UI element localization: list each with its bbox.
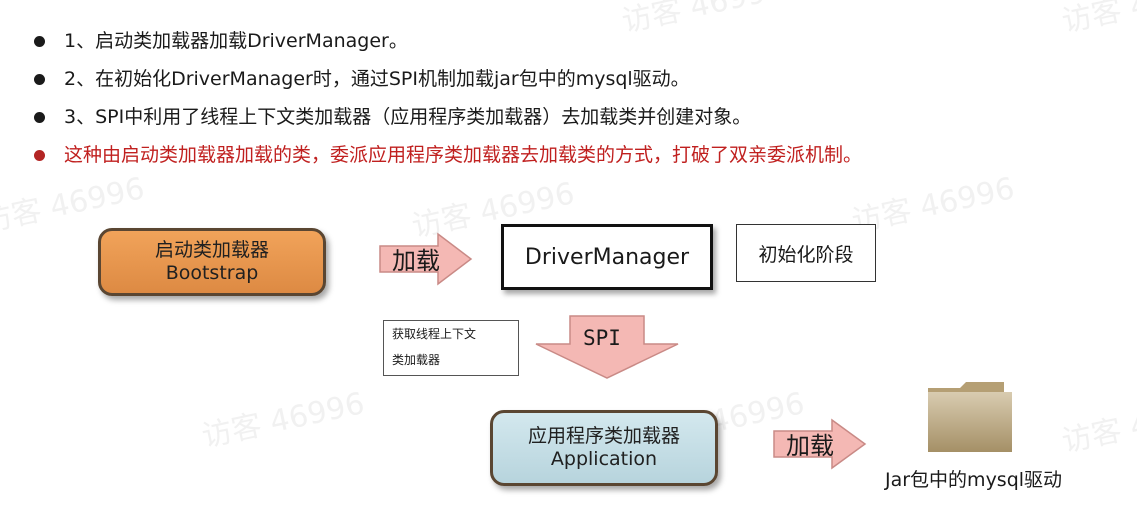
bullet-text: 1、启动类加载器加载DriverManager。 — [64, 30, 408, 52]
folder-icon — [928, 382, 1012, 452]
load-arrow-2 — [773, 418, 867, 470]
init-phase-label: 初始化阶段 — [758, 243, 854, 266]
application-label-cn: 应用程序类加载器 — [527, 425, 680, 447]
bullet-list: 1、启动类加载器加载DriverManager。 2、在初始化DriverMan… — [34, 26, 1127, 178]
spi-down-arrow — [535, 315, 679, 379]
load-arrow-1-label: 加载 — [392, 247, 440, 275]
bullet-text: 2、在初始化DriverManager时，通过SPI机制加载jar包中的mysq… — [64, 68, 690, 90]
bootstrap-label-en: Bootstrap — [165, 262, 259, 284]
bullet-dot — [34, 74, 45, 85]
watermark: 访客 46996 — [1058, 391, 1137, 460]
bullet-text: 这种由启动类加载器加载的类，委派应用程序类加载器去加载类的方式，打破了双亲委派机… — [64, 144, 863, 166]
spi-arrow-label: SPI — [583, 326, 621, 350]
bullet-item-highlight: 这种由启动类加载器加载的类，委派应用程序类加载器去加载类的方式，打破了双亲委派机… — [34, 140, 1127, 178]
driver-manager-label: DriverManager — [524, 244, 690, 270]
jar-driver-label: Jar包中的mysql驱动 — [885, 469, 1063, 491]
bullet-item: 3、SPI中利用了线程上下文类加载器（应用程序类加载器）去加载类并创建对象。 — [34, 102, 1127, 140]
bullet-dot — [34, 150, 45, 161]
application-label-en: Application — [550, 448, 658, 470]
init-phase-box: 初始化阶段 — [736, 224, 876, 282]
bullet-item: 2、在初始化DriverManager时，通过SPI机制加载jar包中的mysq… — [34, 64, 1127, 102]
load-arrow-2-label: 加载 — [786, 432, 834, 460]
context-note-line2: 类加载器 — [392, 353, 441, 367]
bullet-dot — [34, 112, 45, 123]
bootstrap-label-cn: 启动类加载器 — [154, 239, 269, 261]
context-note-line1: 获取线程上下文 — [392, 327, 477, 341]
bullet-text: 3、SPI中利用了线程上下文类加载器（应用程序类加载器）去加载类并创建对象。 — [64, 106, 752, 128]
watermark: 访客 46996 — [198, 386, 368, 455]
bootstrap-loader-box: 启动类加载器 Bootstrap — [98, 228, 326, 296]
driver-manager-box: DriverManager — [501, 224, 713, 290]
application-loader-box: 应用程序类加载器 Application — [490, 410, 718, 486]
bullet-dot — [34, 36, 45, 47]
load-arrow-1 — [379, 232, 473, 286]
context-note-box: 获取线程上下文 类加载器 — [383, 320, 519, 376]
bullet-item: 1、启动类加载器加载DriverManager。 — [34, 26, 1127, 64]
